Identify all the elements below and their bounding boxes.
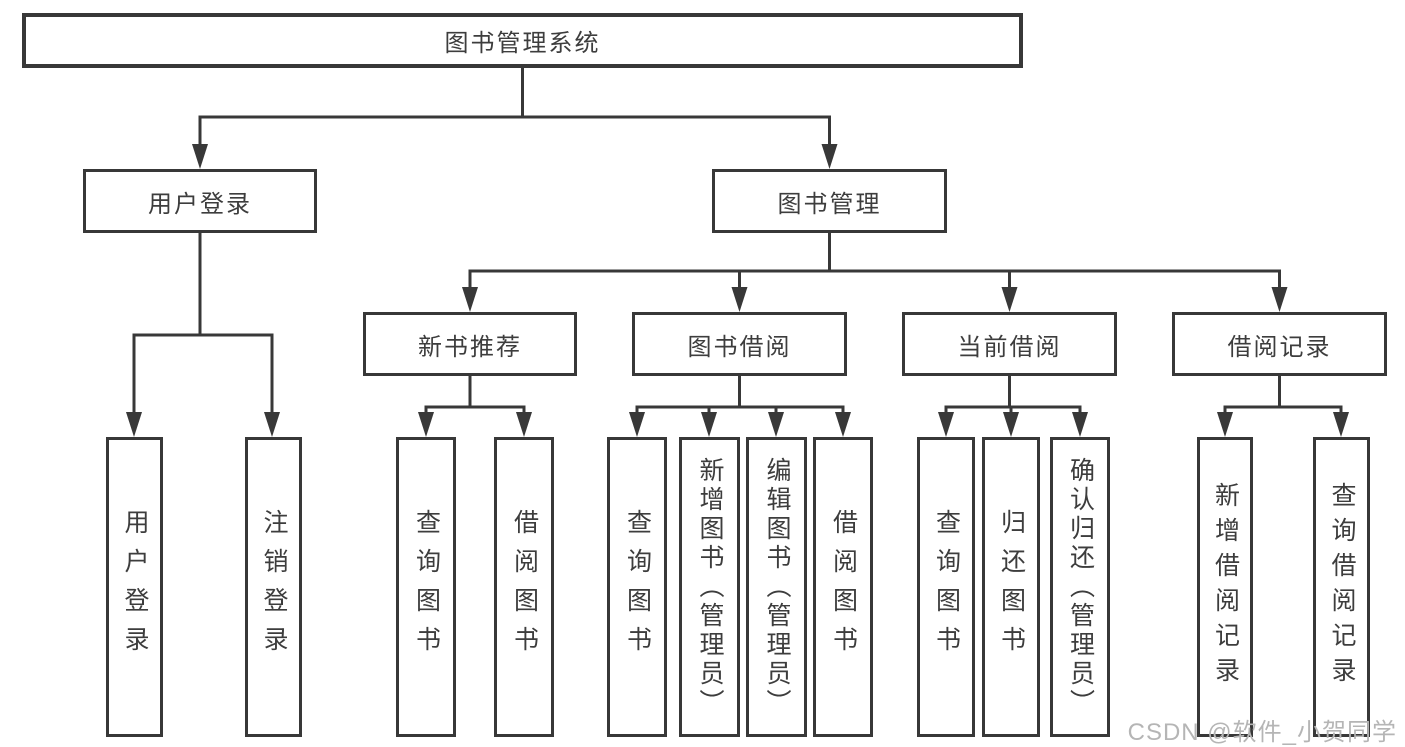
arrowhead bbox=[768, 412, 784, 437]
leaf-query-books-recommend: 查询图书 bbox=[396, 437, 456, 737]
node-book-borrow-label: 图书借阅 bbox=[687, 333, 792, 361]
node-current-borrow-label: 当前借阅 bbox=[957, 333, 1062, 361]
arrowhead bbox=[1072, 412, 1088, 437]
arrowhead bbox=[1217, 412, 1233, 437]
leaf-logout: 注销登录 bbox=[245, 437, 302, 737]
arrowhead bbox=[731, 287, 748, 312]
leaf-query-borrow-record: 查询借阅记录 bbox=[1313, 437, 1370, 737]
leaf-query-books-current-label: 查询图书 bbox=[932, 509, 961, 665]
node-root: 图书管理系统 bbox=[22, 13, 1023, 68]
node-current-borrow: 当前借阅 bbox=[902, 312, 1117, 376]
leaf-query-borrow-record-label: 查询借阅记录 bbox=[1328, 482, 1356, 692]
leaf-add-borrow-record-label: 新增借阅记录 bbox=[1211, 482, 1240, 692]
leaf-borrow-books-label: 借阅图书 bbox=[829, 509, 858, 665]
leaf-edit-book-admin: 编辑图书（管理员） bbox=[746, 437, 807, 737]
leaf-query-books-recommend-label: 查询图书 bbox=[412, 509, 441, 665]
node-book-management: 图书管理 bbox=[712, 169, 947, 233]
leaf-return-books-label: 归还图书 bbox=[997, 509, 1026, 665]
arrowhead bbox=[1003, 412, 1019, 437]
watermark: CSDN @软件_小贺同学 bbox=[1127, 719, 1397, 746]
node-new-book-recommend: 新书推荐 bbox=[363, 312, 577, 376]
leaf-query-books-current: 查询图书 bbox=[917, 437, 975, 737]
arrowhead bbox=[1001, 287, 1018, 312]
leaf-logout-label: 注销登录 bbox=[260, 509, 288, 665]
leaf-confirm-return-admin-label: 确认归还（管理员） bbox=[1066, 456, 1095, 718]
arrowhead bbox=[629, 412, 645, 437]
leaf-query-books-borrow: 查询图书 bbox=[607, 437, 667, 737]
arrowheads bbox=[126, 144, 1349, 437]
leaf-add-borrow-record: 新增借阅记录 bbox=[1197, 437, 1253, 737]
leaf-return-books: 归还图书 bbox=[982, 437, 1040, 737]
arrowhead bbox=[126, 412, 142, 437]
arrowhead bbox=[462, 287, 478, 312]
leaf-confirm-return-admin: 确认归还（管理员） bbox=[1050, 437, 1110, 737]
arrowhead bbox=[418, 412, 434, 437]
leaf-query-books-borrow-label: 查询图书 bbox=[623, 509, 652, 665]
arrowhead bbox=[1271, 287, 1288, 312]
arrowhead bbox=[835, 412, 851, 437]
leaf-borrow-books: 借阅图书 bbox=[813, 437, 873, 737]
leaf-borrow-books-recommend: 借阅图书 bbox=[494, 437, 554, 737]
node-root-label: 图书管理系统 bbox=[444, 30, 601, 57]
leaf-edit-book-admin-label: 编辑图书（管理员） bbox=[763, 456, 791, 718]
node-book-management-label: 图书管理 bbox=[777, 190, 882, 218]
leaf-borrow-books-recommend-label: 借阅图书 bbox=[510, 509, 539, 665]
arrowhead bbox=[821, 144, 838, 169]
leaf-user-login-label: 用户登录 bbox=[121, 509, 149, 665]
leaf-add-book-admin-label: 新增图书（管理员） bbox=[696, 456, 724, 718]
node-user-login-label: 用户登录 bbox=[148, 190, 252, 218]
arrowhead bbox=[1333, 412, 1349, 437]
node-book-borrow: 图书借阅 bbox=[632, 312, 847, 376]
leaf-add-book-admin: 新增图书（管理员） bbox=[679, 437, 740, 737]
node-borrow-records-label: 借阅记录 bbox=[1227, 333, 1332, 361]
node-borrow-records: 借阅记录 bbox=[1172, 312, 1387, 376]
node-new-book-recommend-label: 新书推荐 bbox=[418, 333, 522, 361]
arrowhead bbox=[938, 412, 954, 437]
node-user-login: 用户登录 bbox=[83, 169, 317, 233]
leaf-user-login: 用户登录 bbox=[106, 437, 163, 737]
arrowhead bbox=[192, 144, 208, 169]
arrowhead bbox=[264, 412, 280, 437]
arrowhead bbox=[701, 412, 717, 437]
arrowhead bbox=[516, 412, 532, 437]
